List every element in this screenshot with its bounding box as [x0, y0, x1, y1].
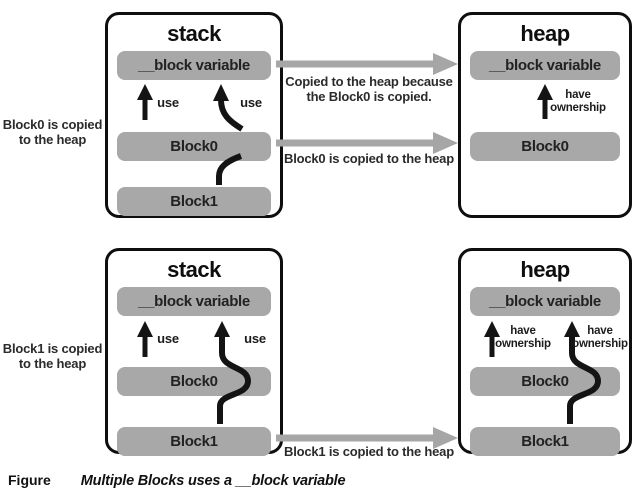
- block-variable-bar: __block variable: [470, 287, 620, 316]
- label-line: ownership: [550, 102, 606, 114]
- stack-box-top: stack __block variable Block0 Block1: [105, 12, 283, 218]
- note-block1-copied: Block1 is copied to the heap: [284, 444, 454, 459]
- block1-bar: Block1: [117, 187, 271, 216]
- block1-bar: Block1: [470, 427, 620, 456]
- label-line: ownership: [495, 338, 551, 350]
- block-variable-bar: __block variable: [117, 287, 271, 316]
- block0-bar: Block0: [117, 367, 271, 396]
- note-line: the Block0 is copied.: [306, 89, 432, 104]
- block-variable-bar: __block variable: [117, 51, 271, 80]
- have-ownership-label: have ownership: [493, 325, 553, 351]
- label-line: have: [587, 325, 613, 337]
- note-block0-copied-left: Block0 is copied to the heap: [0, 117, 105, 147]
- block0-bar: Block0: [117, 132, 271, 161]
- note-line: Block0 is copied: [2, 117, 103, 132]
- caption-text: Multiple Blocks uses a __block variable: [80, 473, 346, 489]
- block1-bar: Block1: [117, 427, 271, 456]
- use-label: use: [157, 331, 179, 346]
- use-label: use: [240, 95, 262, 110]
- stack-title: stack: [167, 21, 221, 46]
- heap-title: heap: [520, 257, 570, 282]
- block-variable-bar: __block variable: [470, 51, 620, 80]
- block0-bar: Block0: [470, 367, 620, 396]
- stack-box-bottom: stack __block variable Block0 Block1: [105, 248, 283, 456]
- figure-caption: Figure Multiple Blocks uses a __block va…: [8, 472, 346, 489]
- use-label: use: [244, 331, 266, 346]
- note-block0-copied: Block0 is copied to the heap: [284, 151, 454, 166]
- heap-title: heap: [520, 21, 570, 46]
- heap-box-bottom: heap __block variable Block0 Block1: [458, 248, 632, 456]
- stack-title: stack: [167, 257, 221, 282]
- block0-bar: Block0: [470, 132, 620, 161]
- note-line: Copied to the heap because: [285, 74, 453, 89]
- copy-arrow-head: [433, 53, 458, 75]
- label-line: have: [510, 325, 536, 337]
- note-line: to the heap: [18, 356, 87, 371]
- note-line: to the heap: [18, 132, 87, 147]
- note-line: Block1 is copied: [2, 341, 103, 356]
- label-line: ownership: [572, 338, 628, 350]
- heap-box-top: heap __block variable Block0: [458, 12, 632, 218]
- have-ownership-label: have ownership: [570, 325, 630, 351]
- caption-label: Figure: [8, 472, 51, 488]
- use-label: use: [157, 95, 179, 110]
- have-ownership-label: have ownership: [548, 89, 608, 115]
- note-block1-copied-left: Block1 is copied to the heap: [0, 341, 105, 371]
- label-line: have: [565, 89, 591, 101]
- note-copied-because: Copied to the heap because the Block0 is…: [283, 74, 455, 104]
- copy-arrows-group: [276, 53, 458, 449]
